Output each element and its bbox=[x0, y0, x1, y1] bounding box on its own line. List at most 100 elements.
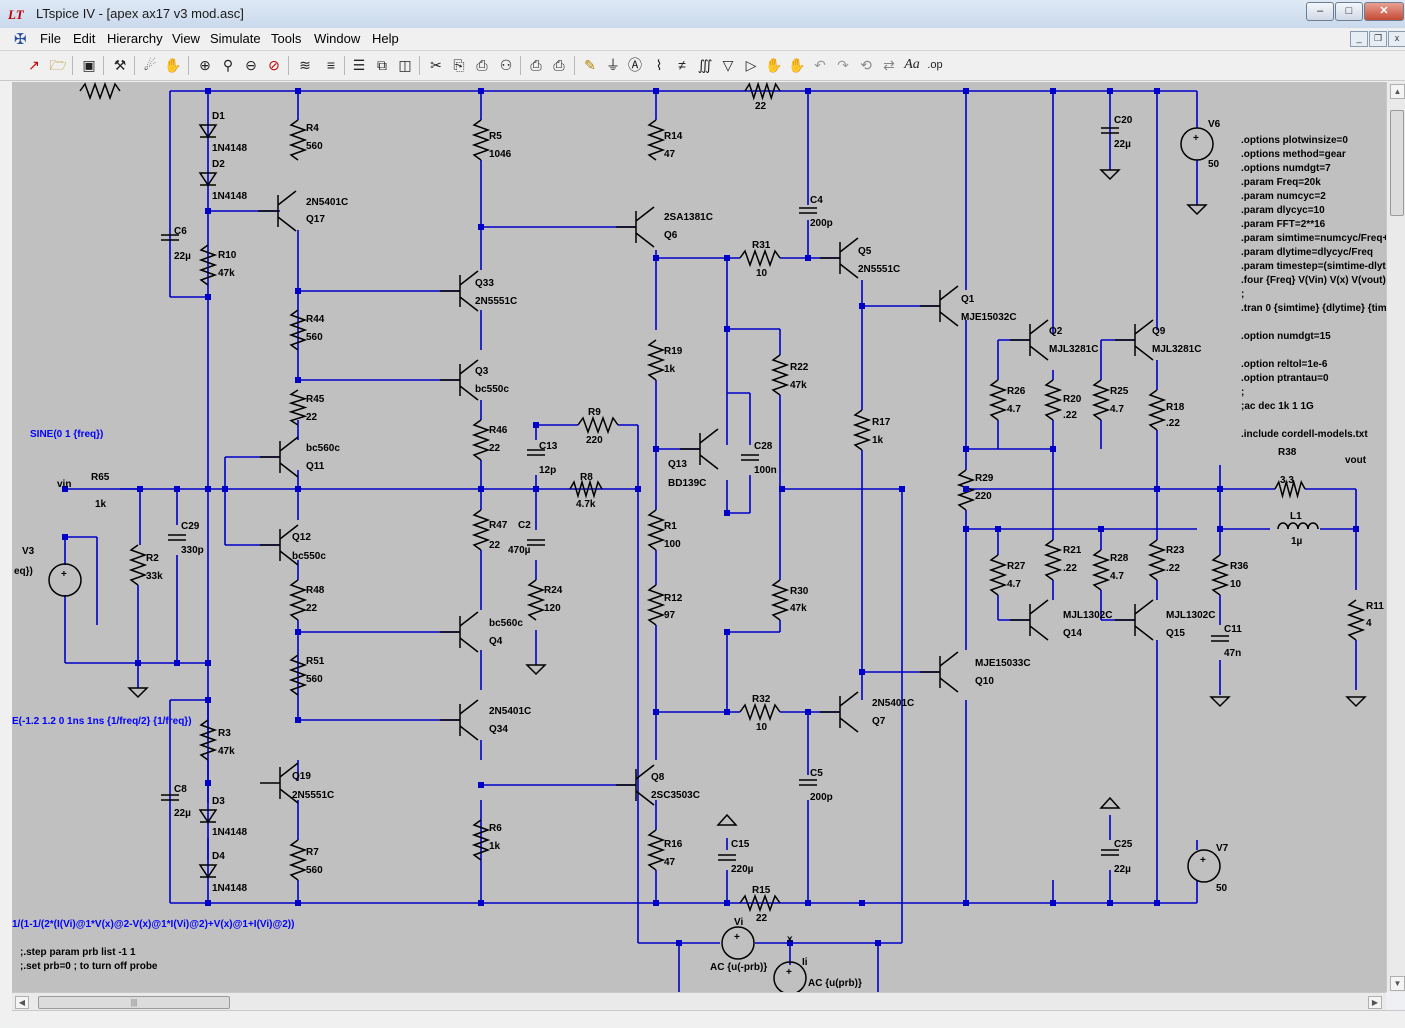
label-r65v[interactable]: 1k bbox=[95, 499, 107, 510]
zoom-in-icon[interactable]: ⊕ bbox=[199, 57, 211, 73]
label-v6v[interactable]: 50 bbox=[1208, 159, 1220, 170]
label-v6[interactable]: V6 bbox=[1208, 119, 1221, 130]
label-r22v[interactable]: 47k bbox=[790, 380, 807, 391]
label-r45[interactable]: R45 bbox=[306, 394, 325, 405]
label-c28[interactable]: C28 bbox=[754, 441, 773, 452]
label-q33[interactable]: Q33 bbox=[475, 278, 494, 289]
label-r21[interactable]: R21 bbox=[1063, 545, 1082, 556]
label-r47[interactable]: R47 bbox=[489, 520, 508, 531]
label-r16v[interactable]: 47 bbox=[664, 857, 676, 868]
label-c6[interactable]: C6 bbox=[174, 226, 187, 237]
spice-directive-line[interactable]: .param dlycyc=10 bbox=[1241, 205, 1325, 216]
label-r38v[interactable]: 3.3 bbox=[1280, 475, 1294, 486]
spice-directive-line[interactable]: ; bbox=[1241, 289, 1244, 300]
capacitor-icon[interactable]: ≠ bbox=[678, 57, 686, 73]
label-c5v[interactable]: 200p bbox=[810, 792, 833, 803]
label-l1[interactable]: L1 bbox=[1290, 511, 1302, 522]
label-c5[interactable]: C5 bbox=[810, 768, 823, 779]
label-d4[interactable]: D4 bbox=[212, 851, 225, 862]
label-c2v[interactable]: 470µ bbox=[508, 545, 531, 556]
minimize-button[interactable]: – bbox=[1306, 2, 1334, 21]
menu-edit[interactable]: Edit bbox=[73, 31, 96, 46]
label-r7v[interactable]: 560 bbox=[306, 865, 323, 876]
label-q3[interactable]: Q3 bbox=[475, 366, 489, 377]
label-c6v[interactable]: 22µ bbox=[174, 251, 191, 262]
vertical-scrollbar[interactable]: ▲ ▼ bbox=[1386, 82, 1405, 992]
label-r14v[interactable]: 47 bbox=[664, 149, 676, 160]
label-q34t[interactable]: 2N5401C bbox=[489, 706, 531, 717]
label-r44[interactable]: R44 bbox=[306, 314, 325, 325]
spice-directive-line[interactable]: .tran 0 {simtime} {dlytime} {tim bbox=[1241, 303, 1386, 314]
ground-icon[interactable]: ⏚ bbox=[606, 57, 620, 73]
control-panel-icon[interactable]: ⚒ bbox=[113, 57, 127, 73]
label-r19v[interactable]: 1k bbox=[664, 364, 676, 375]
label-r26v[interactable]: 4.7 bbox=[1007, 404, 1021, 415]
inductor-icon[interactable]: ∭ bbox=[697, 57, 713, 73]
open-icon[interactable]: 🗁 bbox=[49, 57, 67, 73]
label-r4[interactable]: R4 bbox=[306, 123, 319, 134]
label-q2[interactable]: Q2 bbox=[1049, 326, 1063, 337]
label-c15v[interactable]: 220µ bbox=[731, 864, 754, 875]
label-r9[interactable]: R9 bbox=[588, 407, 601, 418]
label-r17[interactable]: R17 bbox=[872, 417, 891, 428]
label-c13v[interactable]: 12p bbox=[539, 465, 556, 476]
save-icon[interactable]: ▣ bbox=[82, 57, 96, 73]
label-r2[interactable]: R2 bbox=[146, 553, 159, 564]
label-r11v[interactable]: 4 bbox=[1366, 618, 1372, 629]
horizontal-scroll-thumb[interactable]: ||| bbox=[38, 996, 230, 1009]
spice-directive-icon[interactable]: .op bbox=[927, 59, 943, 71]
label-r25[interactable]: R25 bbox=[1110, 386, 1129, 397]
label-r12v[interactable]: 97 bbox=[664, 610, 676, 621]
label-r47v[interactable]: 22 bbox=[489, 540, 501, 551]
run-icon[interactable]: ☄ bbox=[143, 57, 157, 73]
label-r25v[interactable]: 4.7 bbox=[1110, 404, 1124, 415]
label-r36v[interactable]: 10 bbox=[1230, 579, 1242, 590]
spice-directive-line[interactable]: .options plotwinsize=0 bbox=[1241, 135, 1348, 146]
resistor-icon[interactable]: ⌇ bbox=[655, 57, 663, 73]
label-r26[interactable]: R26 bbox=[1007, 386, 1026, 397]
label-r19[interactable]: R19 bbox=[664, 346, 683, 357]
label-r65[interactable]: R65 bbox=[91, 472, 110, 483]
label-c8[interactable]: C8 bbox=[174, 784, 187, 795]
label-c25[interactable]: C25 bbox=[1114, 839, 1133, 850]
label-r23v[interactable]: .22 bbox=[1166, 563, 1180, 574]
label-r5v[interactable]: 1046 bbox=[489, 149, 512, 160]
label-r11[interactable]: R11 bbox=[1366, 601, 1384, 612]
mdi-restore-button[interactable]: ❐ bbox=[1369, 31, 1387, 47]
label-q15[interactable]: Q15 bbox=[1166, 628, 1185, 639]
cascade-icon[interactable]: ⧉ bbox=[377, 57, 387, 73]
label-c29[interactable]: C29 bbox=[181, 521, 200, 532]
menu-simulate[interactable]: Simulate bbox=[210, 31, 261, 46]
label-r6v[interactable]: 1k bbox=[489, 841, 501, 852]
label-q1t[interactable]: MJE15032C bbox=[961, 312, 1017, 323]
label-r8[interactable]: R8 bbox=[580, 472, 593, 483]
label-v3[interactable]: V3 bbox=[22, 546, 35, 557]
label-r10v[interactable]: 47k bbox=[218, 268, 235, 279]
label-c4v[interactable]: 200p bbox=[810, 218, 833, 229]
label-l1v[interactable]: 1µ bbox=[1291, 536, 1303, 547]
label-r20v[interactable]: .22 bbox=[1063, 410, 1077, 421]
label-v3f[interactable]: eq}) bbox=[14, 566, 33, 577]
label-q14t[interactable]: MJL1302C bbox=[1063, 610, 1112, 621]
label-r18v[interactable]: .22 bbox=[1166, 418, 1180, 429]
label-r1[interactable]: R1 bbox=[664, 521, 677, 532]
label-r21v[interactable]: .22 bbox=[1063, 563, 1077, 574]
label-r45v[interactable]: 22 bbox=[306, 412, 318, 423]
spice-directive-line[interactable]: .param timestep=(simtime-dlyt bbox=[1241, 261, 1386, 272]
spice-directive-line[interactable]: .option reltol=1e-6 bbox=[1241, 359, 1328, 370]
label-c8v[interactable]: 22µ bbox=[174, 808, 191, 819]
halt-icon[interactable]: ✋ bbox=[164, 57, 182, 73]
waveform-icon[interactable]: ≋ bbox=[299, 57, 311, 73]
label-c20[interactable]: C20 bbox=[1114, 115, 1133, 126]
label-c4[interactable]: C4 bbox=[810, 195, 823, 206]
close-button[interactable]: ✕ bbox=[1364, 2, 1404, 21]
label-r7[interactable]: R7 bbox=[306, 847, 319, 858]
label-c25v[interactable]: 22µ bbox=[1114, 864, 1131, 875]
label-q10[interactable]: Q10 bbox=[975, 676, 994, 687]
find-icon[interactable]: ⚇ bbox=[499, 57, 513, 73]
label-ii[interactable]: Ii bbox=[802, 957, 808, 968]
label-c11v[interactable]: 47n bbox=[1224, 648, 1241, 659]
label-r29v[interactable]: 220 bbox=[975, 491, 992, 502]
spice-directive-line[interactable]: .param simtime=numcyc/Freq+ bbox=[1241, 233, 1386, 244]
zoom-fit-icon[interactable]: ⊘ bbox=[268, 57, 280, 73]
